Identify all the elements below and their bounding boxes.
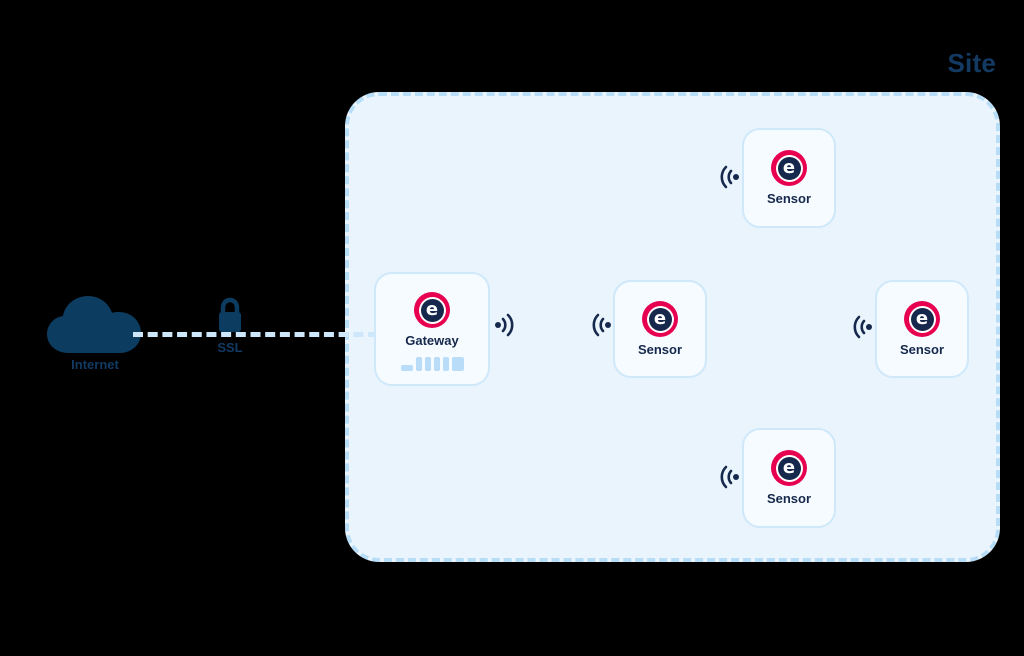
device-sensor-bottom[interactable]: e Sensor — [742, 428, 836, 528]
ssl-label: SSL — [217, 340, 243, 355]
signal-bars-icon — [400, 357, 464, 371]
brand-logo-icon: e — [771, 450, 807, 486]
device-sensor-right-label: Sensor — [899, 342, 945, 357]
device-gateway-label: Gateway — [405, 333, 459, 348]
wireless-signal-icon-sensor-bottom-in — [716, 463, 740, 491]
device-sensor-top[interactable]: e Sensor — [742, 128, 836, 228]
wireless-signal-icon-sensor-right-in — [849, 313, 873, 341]
brand-logo-icon: e — [642, 301, 678, 337]
device-gateway[interactable]: e Gateway — [374, 272, 490, 386]
site-label: Site — [947, 48, 996, 78]
wireless-signal-icon-gateway-out — [494, 311, 518, 339]
brand-glyph: e — [915, 307, 929, 329]
brand-glyph: e — [782, 456, 796, 478]
internet-node: Internet — [45, 295, 145, 385]
brand-glyph: e — [653, 307, 667, 329]
device-sensor-middle-label: Sensor — [637, 342, 683, 357]
device-sensor-middle[interactable]: e Sensor — [613, 280, 707, 378]
internet-label: Internet — [71, 357, 119, 372]
lock-icon — [212, 296, 248, 336]
brand-logo-icon: e — [904, 301, 940, 337]
device-sensor-bottom-label: Sensor — [766, 491, 812, 506]
device-sensor-top-label: Sensor — [766, 191, 812, 206]
device-sensor-right[interactable]: e Sensor — [875, 280, 969, 378]
brand-logo-icon: e — [414, 292, 450, 328]
wireless-signal-icon-sensor-top-in — [716, 163, 740, 191]
internet-gateway-link — [133, 332, 378, 337]
wireless-signal-icon-sensor-middle-in — [588, 311, 612, 339]
brand-glyph: e — [782, 156, 796, 178]
cloud-icon — [47, 296, 141, 353]
brand-glyph: e — [425, 298, 439, 320]
brand-logo-icon: e — [771, 150, 807, 186]
